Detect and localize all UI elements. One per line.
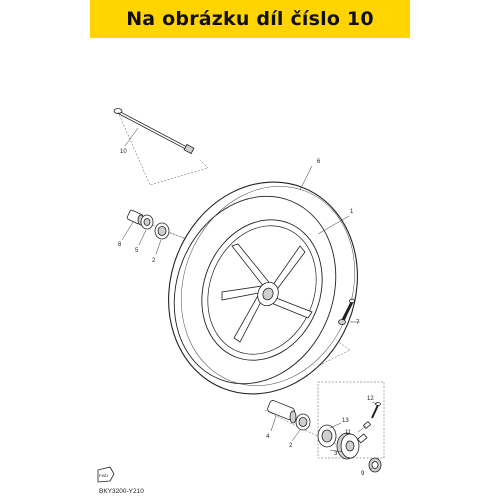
callout-11: 11	[345, 430, 352, 436]
callout-6: 7	[356, 320, 360, 326]
screw-12-part[interactable]	[371, 402, 381, 419]
callout-labels: 10 6 1 8 5 2 7 4 2 13 3 11 12 9	[118, 149, 374, 477]
callout-5: 6	[317, 159, 321, 165]
callout-7: 8	[118, 242, 122, 248]
wheel-rim-part[interactable]	[181, 202, 342, 379]
upper-bearing-part[interactable]	[154, 222, 170, 240]
fwd-arrow-icon: FWD	[97, 466, 115, 483]
callout-8: 10	[120, 149, 127, 155]
callout-3: 4	[266, 434, 270, 440]
callout-4: 5	[135, 248, 139, 254]
leader-lines	[121, 127, 378, 471]
meter-gear-unit-part[interactable]	[336, 432, 368, 460]
callout-12: 12	[367, 396, 374, 402]
lower-collar-part[interactable]	[267, 400, 297, 424]
callout-2-lower: 2	[289, 443, 293, 449]
callout-9: 9	[361, 471, 365, 477]
upper-oil-seal-part[interactable]	[140, 214, 154, 230]
valve-part[interactable]	[338, 298, 355, 325]
banner-title: Na obrázku díl číslo 10	[126, 8, 374, 30]
callout-1: 1	[350, 209, 354, 215]
diagram-code: BKY3200-Y210	[99, 488, 144, 495]
axle-part[interactable]	[113, 108, 195, 155]
fwd-label: FWD	[99, 473, 108, 478]
small-gear-part[interactable]	[368, 457, 382, 473]
lower-seal-part[interactable]	[317, 424, 337, 448]
lower-bearing-part[interactable]	[295, 413, 311, 431]
callout-13: 13	[342, 418, 349, 424]
callout-10: 3	[334, 451, 338, 457]
callout-2-upper: 2	[152, 258, 156, 264]
title-banner: Na obrázku díl číslo 10	[90, 0, 410, 38]
